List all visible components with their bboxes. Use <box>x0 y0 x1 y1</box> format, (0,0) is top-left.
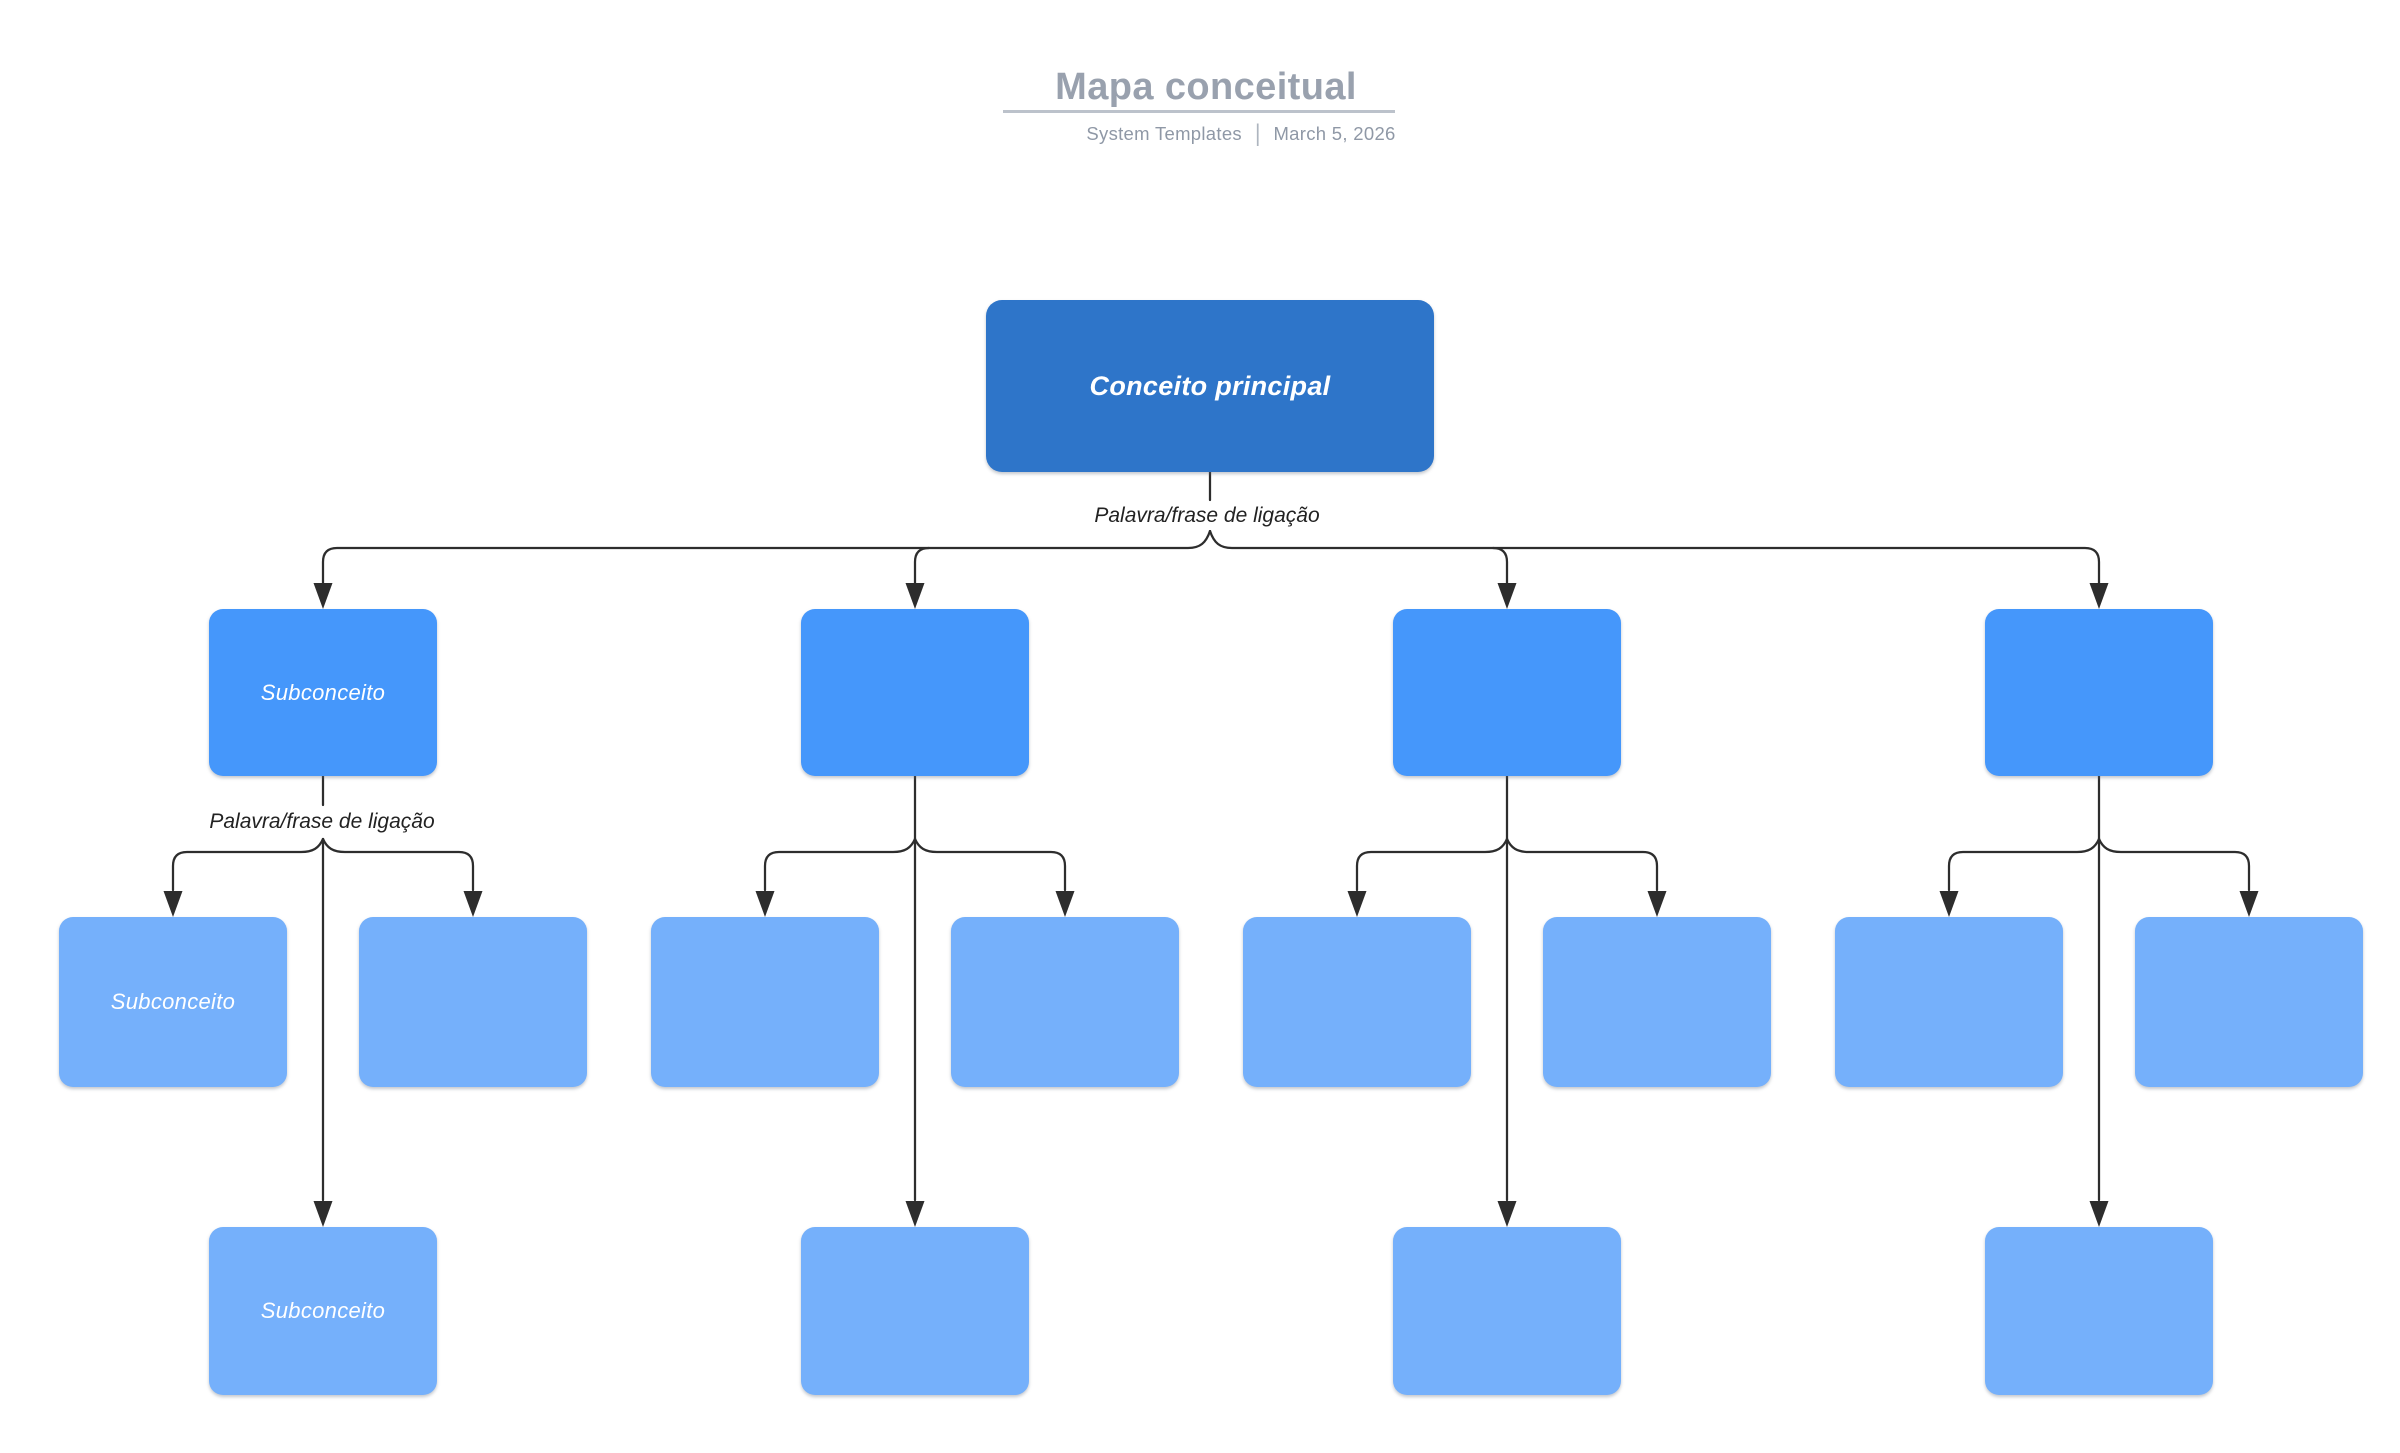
page-title: Mapa conceitual <box>1055 66 1357 108</box>
level3-node-2[interactable] <box>359 917 587 1087</box>
root-fan-drop-2 <box>913 546 931 585</box>
root-fan-right <box>1208 529 2101 585</box>
level4-node-4[interactable] <box>1985 1227 2213 1395</box>
subtitle-separator: | <box>1254 120 1261 147</box>
level4-node-2[interactable] <box>801 1227 1029 1395</box>
level3-node-3[interactable] <box>651 917 879 1087</box>
date-label: March 5, 2026 <box>1273 123 1396 144</box>
level2-node-4[interactable] <box>1985 609 2213 776</box>
level3-node-8[interactable] <box>2135 917 2363 1087</box>
level3-node-1[interactable]: Subconceito <box>59 917 287 1087</box>
title-underline <box>1003 110 1395 113</box>
byline: System Templates <box>1086 123 1242 144</box>
root-fan-left <box>321 529 1212 585</box>
level2-node-3[interactable] <box>1393 609 1621 776</box>
root-concept-node[interactable]: Conceito principal <box>986 300 1434 472</box>
level2-node-1[interactable]: Subconceito <box>209 609 437 776</box>
level4-node-3[interactable] <box>1393 1227 1621 1395</box>
level2-node-2[interactable] <box>801 609 1029 776</box>
root-fan-drop-3 <box>1491 546 1509 585</box>
level3-node-5[interactable] <box>1243 917 1471 1087</box>
link-phrase-label-branch1[interactable]: Palavra/frase de ligação <box>201 808 443 836</box>
subtitle: System Templates | March 5, 2026 <box>1086 120 1396 147</box>
level4-node-1[interactable]: Subconceito <box>209 1227 437 1395</box>
level3-node-6[interactable] <box>1543 917 1771 1087</box>
level3-node-7[interactable] <box>1835 917 2063 1087</box>
link-phrase-label-root[interactable]: Palavra/frase de ligação <box>1086 502 1328 530</box>
level3-node-4[interactable] <box>951 917 1179 1087</box>
